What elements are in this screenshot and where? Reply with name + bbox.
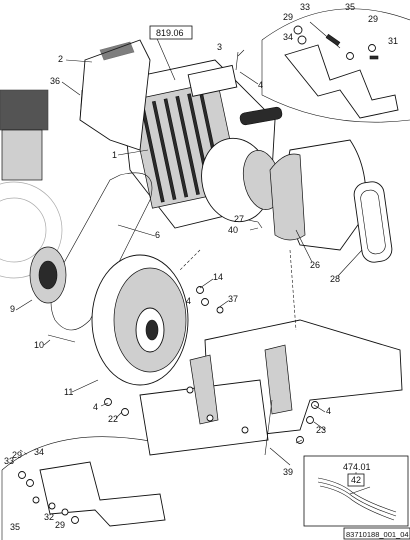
callout-2: 2 (58, 54, 63, 64)
callout-4-right: 4 (326, 406, 331, 416)
flywheel-pulley (91, 254, 189, 386)
callout-4-top: 4 (258, 80, 263, 90)
engine-ghost (0, 89, 63, 279)
drawing-number-box: 83710188_001_04 (343, 527, 410, 540)
callout-33-bottom: 33 (4, 456, 14, 466)
drawing-number: 83710188_001_04 (346, 530, 409, 539)
detail-inset-top (261, 8, 410, 123)
callout-29-bottom-right: 29 (55, 520, 65, 530)
callout-28: 28 (330, 274, 340, 284)
callout-26: 26 (310, 260, 320, 270)
callout-35-top: 35 (345, 2, 355, 12)
callout-40: 40 (228, 225, 238, 235)
small-pulley (29, 246, 67, 304)
callout-1: 1 (112, 150, 117, 160)
inset-rail (39, 461, 166, 527)
belt-guard (79, 39, 151, 151)
leader-lines (15, 33, 371, 495)
callout-11: 11 (64, 387, 73, 397)
cable-inset (303, 455, 409, 527)
callout-29-top: 29 (283, 12, 293, 22)
air-intake-duct (269, 139, 367, 251)
base-frame (139, 319, 403, 456)
callout-42: 42 (351, 475, 361, 485)
callout-29-bottom: 29 (12, 450, 22, 460)
motor-terminal-box (187, 64, 238, 97)
motor-shaft (239, 106, 283, 126)
detail-inset-bottom (1, 436, 171, 540)
callout-37: 37 (228, 294, 238, 304)
callout-4-mid: 4 (186, 296, 191, 306)
callout-31: 31 (388, 36, 398, 46)
intake-seal-ring (353, 181, 393, 263)
callout-32: 32 (44, 512, 54, 522)
callout-23: 23 (316, 425, 326, 435)
fasteners (47, 51, 319, 456)
callout-10: 10 (34, 340, 44, 350)
cable-ref-box: 474.01 42 (343, 462, 371, 487)
callout-9: 9 (10, 304, 15, 314)
callout-33-top: 33 (300, 2, 310, 12)
callout-27: 27 (234, 214, 244, 224)
callout-34-top: 34 (283, 32, 293, 42)
callout-14: 14 (213, 272, 223, 282)
callout-4-low: 4 (93, 402, 98, 412)
motor-ref-text: 819.06 (156, 28, 184, 38)
inset-bracket (284, 44, 399, 119)
callout-35-bottom: 35 (10, 522, 20, 532)
callout-6: 6 (155, 230, 160, 240)
callout-22: 22 (108, 414, 118, 424)
callout-numbers: 2 36 3 4 1 6 9 10 11 14 4 37 4 22 4 23 3… (4, 2, 398, 532)
callout-3: 3 (217, 42, 222, 52)
electric-motor (119, 59, 283, 229)
motor-ref-box: 819.06 (149, 25, 193, 40)
callout-29-top-right: 29 (368, 14, 378, 24)
callout-36: 36 (50, 76, 60, 86)
callout-39: 39 (283, 467, 293, 477)
callout-34-bottom: 34 (34, 447, 44, 457)
cable-ref-text: 474.01 (343, 462, 371, 472)
